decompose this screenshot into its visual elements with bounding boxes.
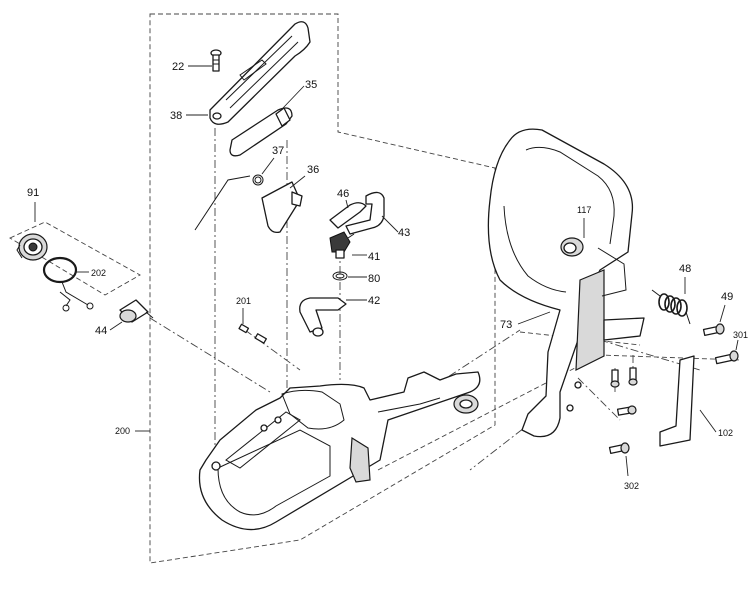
part-102-strap	[659, 355, 695, 447]
leader-302	[625, 455, 629, 477]
callout-48: 48	[679, 263, 691, 275]
callout-117: 117	[577, 205, 591, 215]
part-200-rear-handle-body	[198, 371, 481, 531]
callout-73: 73	[500, 319, 512, 331]
part-43-hose	[345, 191, 385, 235]
part-35-trigger	[229, 107, 293, 157]
leader-301	[735, 339, 739, 351]
leader-35	[282, 85, 305, 109]
callout-49: 49	[721, 291, 733, 303]
callout-91: 91	[27, 187, 39, 199]
callout-200: 200	[115, 426, 130, 436]
callout-301: 301	[733, 330, 748, 340]
leader-49	[719, 304, 726, 323]
leader-73	[517, 311, 551, 325]
part-80-o-ring	[332, 271, 348, 281]
callout-35: 35	[305, 79, 317, 91]
leader-43	[381, 215, 399, 233]
callout-201: 201	[236, 296, 251, 306]
callout-43: 43	[398, 227, 410, 239]
callout-80: 80	[368, 273, 380, 285]
leader-46	[345, 199, 349, 209]
part-73-handlebar	[487, 128, 645, 438]
alignment-lines	[149, 128, 701, 471]
part-91-starter	[16, 233, 48, 261]
part-38-handle-cover	[209, 21, 311, 125]
part-46-hose	[329, 202, 367, 229]
assembly-200-boundary	[149, 13, 496, 564]
part-117-plug	[560, 237, 584, 257]
leader-37	[261, 157, 275, 175]
part-41-valve	[329, 231, 355, 259]
part-302-screw	[608, 442, 630, 455]
part-22-screw	[210, 49, 222, 72]
callout-41: 41	[368, 251, 380, 263]
leader-102	[699, 409, 717, 433]
callout-22: 22	[172, 61, 184, 73]
part-36-lockout	[261, 181, 303, 234]
handlebar-screws	[610, 367, 638, 416]
leader-36	[289, 175, 306, 189]
callout-38: 38	[170, 110, 182, 122]
callout-44: 44	[95, 325, 107, 337]
callout-202: 202	[91, 268, 106, 278]
part-301-screw	[714, 350, 739, 365]
callout-46: 46	[337, 188, 349, 200]
part-37-spring	[194, 174, 264, 231]
part-48-spring	[651, 289, 691, 325]
callout-102: 102	[718, 428, 733, 438]
part-44-bushing	[119, 299, 154, 323]
leader-44	[109, 321, 123, 331]
callout-labels: 22 35 38 37 36 46 43 41 80 42 91 202 44 201 200 117 48 49…	[27, 61, 748, 491]
part-49-screw	[702, 323, 725, 337]
callout-42: 42	[368, 295, 380, 307]
callout-302: 302	[624, 481, 639, 491]
callout-37: 37	[272, 145, 284, 157]
callout-36: 36	[307, 164, 319, 176]
part-42-fuel-hose	[299, 297, 347, 337]
part-202-ring	[42, 256, 94, 312]
part-201-pins	[238, 323, 267, 344]
